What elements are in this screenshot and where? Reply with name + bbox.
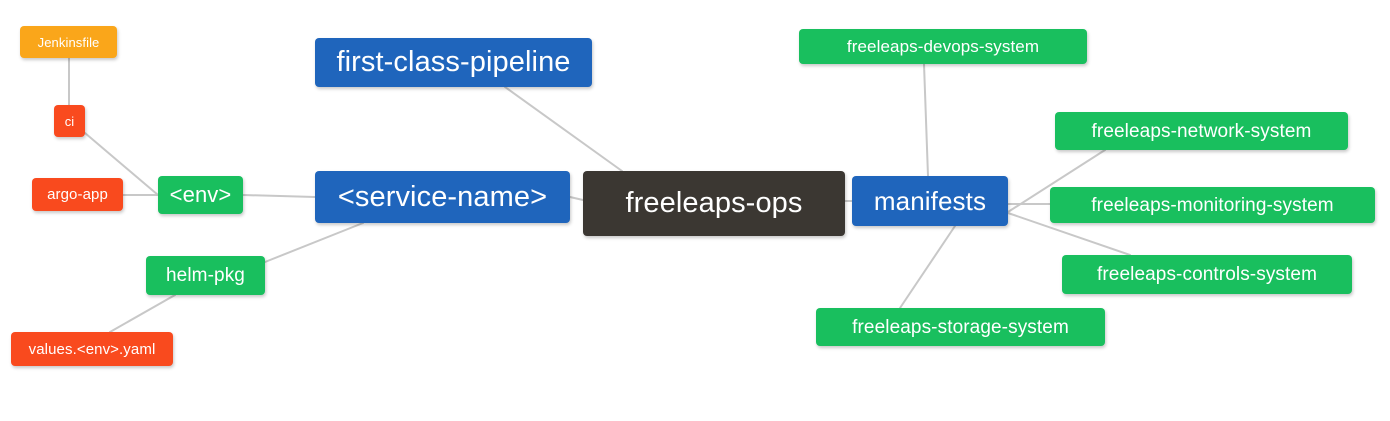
node-label-storage-system: freeleaps-storage-system — [852, 316, 1069, 338]
edge-values-yaml-to-helm-pkg — [109, 294, 176, 333]
node-label-helm-pkg: helm-pkg — [166, 265, 245, 286]
node-devops-system[interactable]: freeleaps-devops-system — [799, 29, 1087, 64]
node-service-name[interactable]: <service-name> — [315, 171, 570, 223]
node-jenkinsfile[interactable]: Jenkinsfile — [20, 26, 117, 58]
node-helm-pkg[interactable]: helm-pkg — [146, 256, 265, 295]
node-label-env: <env> — [169, 182, 232, 207]
node-ci[interactable]: ci — [54, 105, 85, 137]
node-label-monitoring-system: freeleaps-monitoring-system — [1091, 194, 1334, 216]
node-values-yaml[interactable]: values.<env>.yaml — [11, 332, 173, 366]
node-label-first-class-pipeline: first-class-pipeline — [336, 46, 571, 78]
node-label-argo-app: argo-app — [47, 186, 108, 203]
node-label-jenkinsfile: Jenkinsfile — [37, 34, 100, 50]
edge-manifests-to-devops-system — [923, 63, 929, 177]
node-freeleaps-ops[interactable]: freeleaps-ops — [583, 171, 845, 236]
node-controls-system[interactable]: freeleaps-controls-system — [1062, 255, 1352, 294]
node-label-manifests: manifests — [873, 186, 987, 216]
node-network-system[interactable]: freeleaps-network-system — [1055, 112, 1348, 150]
node-label-service-name: <service-name> — [337, 180, 548, 213]
node-manifests[interactable]: manifests — [852, 176, 1008, 226]
node-label-devops-system: freeleaps-devops-system — [846, 37, 1040, 56]
node-env[interactable]: <env> — [158, 176, 243, 214]
node-first-class-pipeline[interactable]: first-class-pipeline — [315, 38, 592, 87]
edge-env-to-service-name — [242, 194, 316, 198]
edge-first-class-pipeline-to-freeleaps-ops — [504, 86, 623, 172]
edge-manifests-to-storage-system — [899, 225, 956, 309]
node-label-values-yaml: values.<env>.yaml — [28, 340, 156, 358]
edge-service-name-to-freeleaps-ops — [569, 196, 584, 201]
node-storage-system[interactable]: freeleaps-storage-system — [816, 308, 1105, 346]
node-label-ci: ci — [64, 113, 75, 129]
node-label-controls-system: freeleaps-controls-system — [1096, 264, 1318, 285]
node-argo-app[interactable]: argo-app — [32, 178, 123, 211]
node-label-freeleaps-ops: freeleaps-ops — [625, 187, 803, 219]
node-monitoring-system[interactable]: freeleaps-monitoring-system — [1050, 187, 1375, 223]
edge-helm-pkg-to-service-name — [264, 222, 364, 263]
node-label-network-system: freeleaps-network-system — [1091, 120, 1312, 142]
